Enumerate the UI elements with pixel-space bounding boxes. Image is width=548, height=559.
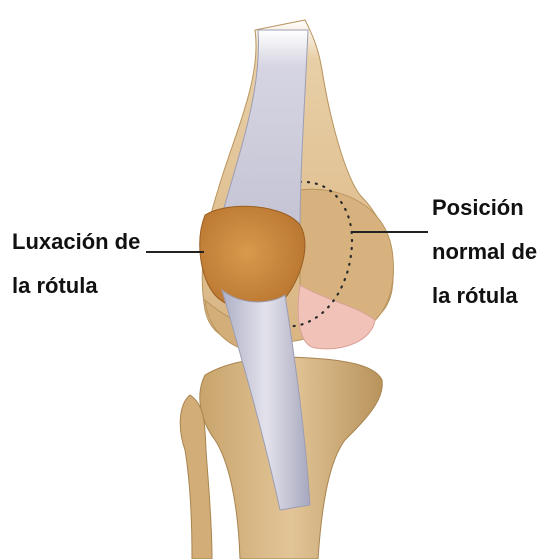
quadriceps-tendon <box>222 30 308 232</box>
normal-position-label-line-1: Posición <box>432 192 524 224</box>
dislocation-label-line-1: Luxación de <box>12 226 140 258</box>
normal-position-label-line-3: la rótula <box>432 280 518 312</box>
normal-position-label-line-2: normal de <box>432 236 537 268</box>
dislocation-label-line-2: la rótula <box>12 270 98 302</box>
